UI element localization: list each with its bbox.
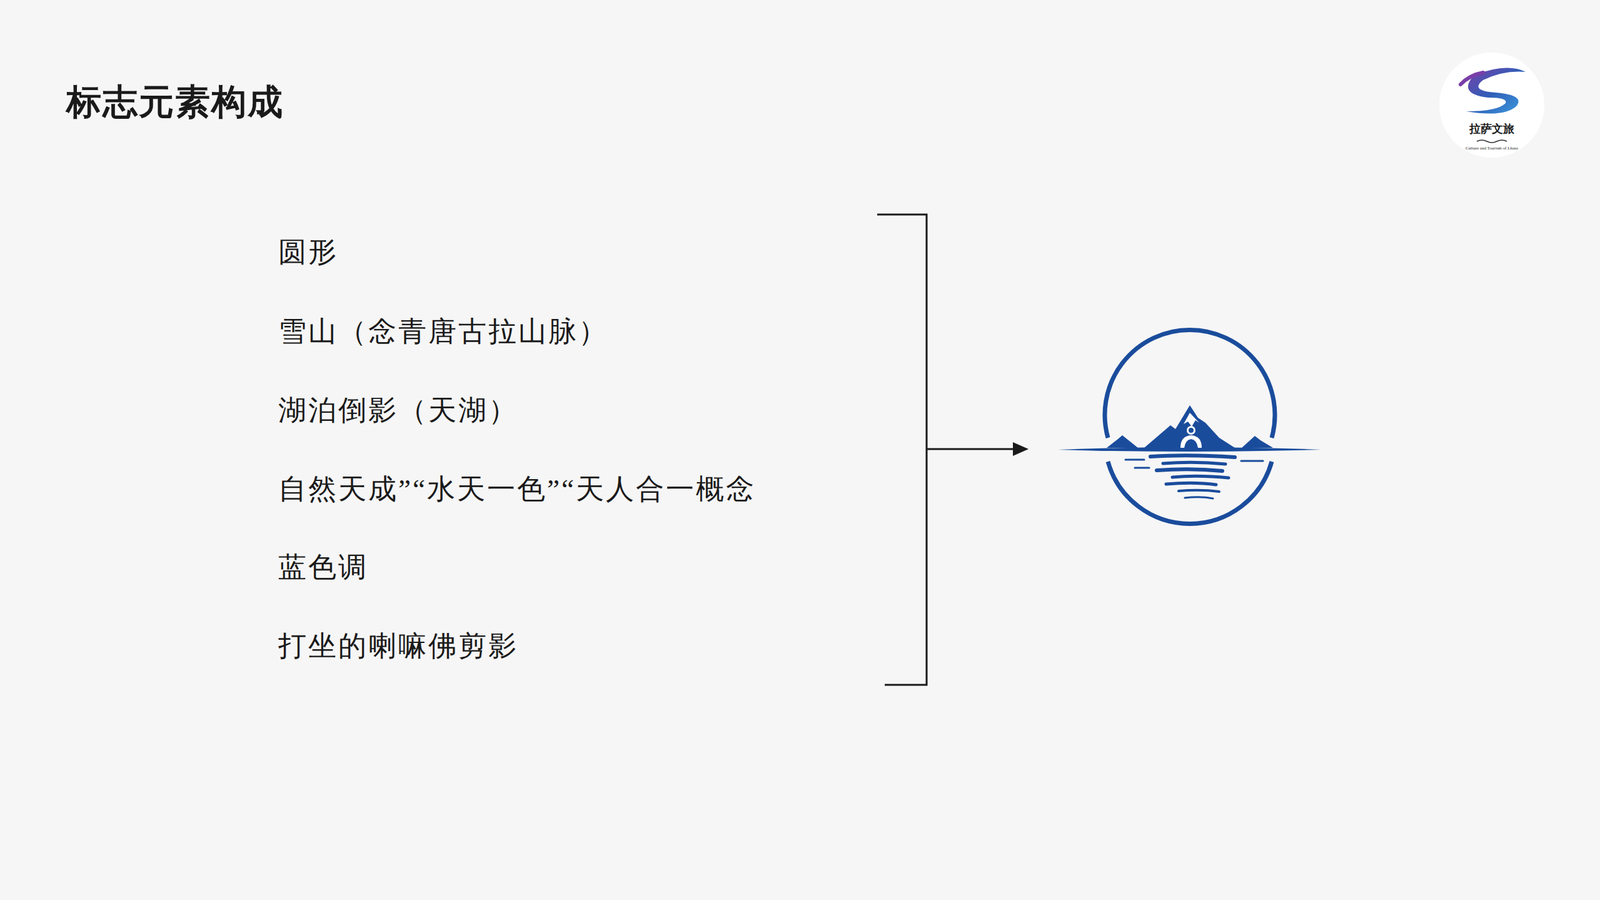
slide-title: 标志元素构成 xyxy=(66,81,284,124)
element-item: 雪山（念青唐古拉山脉） xyxy=(278,314,609,349)
bracket xyxy=(877,214,927,685)
element-item: 湖泊倒影（天湖） xyxy=(278,393,519,428)
element-item: 打坐的喇嘛佛剪影 xyxy=(278,628,519,663)
arrow-line xyxy=(926,448,1015,451)
logo-subtitle: Culture and Tourism of Lhasa xyxy=(1465,145,1519,151)
arrow-head xyxy=(1012,442,1029,456)
element-item: 圆形 xyxy=(278,235,339,269)
main-logo xyxy=(1057,329,1322,524)
corner-logo xyxy=(1439,52,1545,158)
element-item: 蓝色调 xyxy=(278,550,369,584)
logo-name: 拉萨文旅 xyxy=(1469,122,1515,137)
element-item: 自然天成”“水天一色”“天人合一概念 xyxy=(278,472,756,506)
